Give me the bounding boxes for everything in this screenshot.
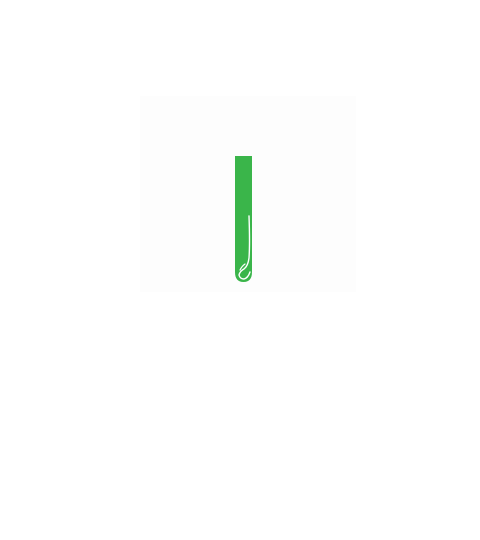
test-tube-highlight	[238, 215, 251, 280]
test-tube-icon	[232, 154, 254, 286]
test-tube-body	[235, 156, 252, 282]
test-tube-highlight-small	[239, 263, 246, 271]
